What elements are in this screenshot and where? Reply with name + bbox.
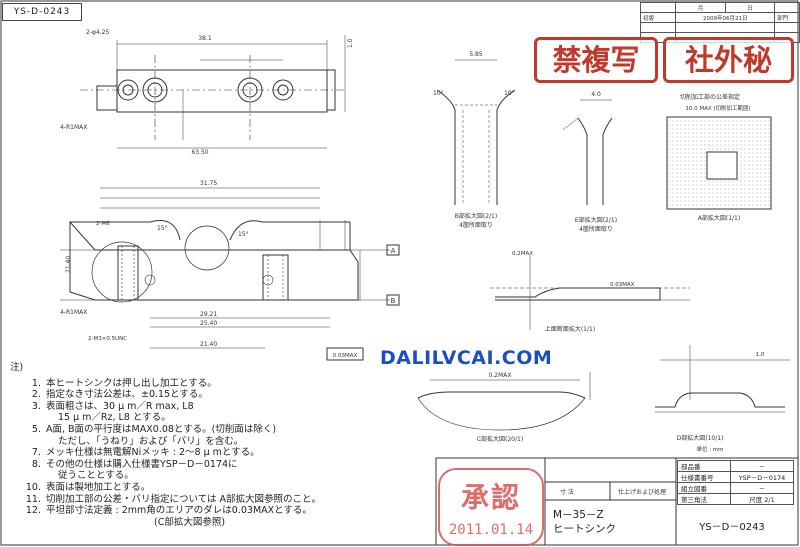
drawing-number: YS－D－0243	[699, 522, 765, 533]
flatness-value: 0.03MAX	[333, 353, 358, 359]
tb-label: 部品番	[677, 460, 731, 472]
approval-text: 承認	[460, 481, 521, 514]
e-detail-view	[562, 99, 613, 205]
cut-header: 切削加工部の公差指定	[680, 93, 740, 101]
dim-m6: 2-M6	[96, 221, 110, 227]
top-section-view	[490, 255, 690, 330]
datum-b: B	[391, 297, 396, 305]
tb-value: YSP－D－0174	[730, 471, 794, 483]
dim-21: 21.40	[200, 341, 217, 348]
dim-25: 25.40	[200, 320, 217, 327]
a-detail-label: A部拡大図(1/1)	[698, 214, 740, 222]
document-id: YS-D-0243	[2, 3, 82, 21]
note-item-cont: ただし、「うねり」および「バリ」を含む。	[58, 435, 244, 447]
datum-b-box	[386, 294, 400, 306]
note-item: 切削加工部の公差・バリ指定については A部拡大図参照のこと。	[44, 494, 321, 506]
note-item: メッキ仕様は無電解Niメッキ : 2～8 μ mとする。	[44, 447, 321, 459]
approval-stamp: 承認 2011.01.14	[438, 468, 544, 546]
note-item: 平坦部寸法定義 : 2mm角のエリアのダレは0.03MAXとする。	[44, 505, 321, 517]
rev-month-header: 月	[675, 2, 726, 13]
dimension-label: 寸 法	[560, 488, 574, 496]
note-item-cont: 15 μ m／Rz, L8 とする。	[58, 412, 171, 424]
part-desc: ヒートシンク	[553, 523, 616, 535]
d-detail-label: D部拡大図(10/1)	[677, 434, 724, 442]
d-detail-view	[655, 345, 790, 413]
title-block-frame	[435, 457, 799, 546]
dim-d-top: 1.0	[756, 352, 765, 358]
notes-heading: 注)	[10, 362, 24, 373]
rev-row-dept: 部門	[774, 12, 800, 23]
note-item-cont: (C部拡大図参照)	[154, 516, 226, 528]
confidential-stamp: 社外秘	[663, 37, 794, 83]
top-section-label: 上面断面拡大(1/1)	[545, 325, 595, 333]
surface-label: 仕上げおよび処理	[618, 488, 666, 496]
a-detail-cut	[706, 151, 738, 180]
dim-02max: 0.2MAX	[512, 251, 533, 257]
note-item: A面, B面の平行度はMAX0.08とする。(切削面は除く)	[44, 424, 321, 436]
rev-row-label: 初版	[639, 12, 677, 23]
approval-date: 2011.01.14	[448, 522, 534, 538]
dim-r1: 4-R1MAX	[60, 124, 87, 131]
b-detail-label: B部拡大図(2/1)	[455, 212, 497, 220]
note-item: 本ヒートシンクは押し出し加工とする。	[44, 378, 321, 390]
dim-63: 63.50	[191, 149, 208, 156]
top-view	[80, 35, 346, 149]
e-detail-label: E部拡大図(2/1)	[575, 216, 617, 224]
note-item: その他の仕様は購入仕様書YSP－D－0174に	[44, 459, 321, 471]
note-item: 表面は製地加工とする。	[44, 482, 321, 494]
title-block-table: 部品番 － 仕様書番号 YSP－D－0174 組立図番 － 第三角法 尺度 2/…	[677, 460, 794, 505]
dim-29: 29.21	[200, 311, 217, 318]
dim-15deg-b: 15°	[238, 231, 249, 238]
c-detail-view	[417, 372, 591, 431]
dim-10deg-r: 10°	[504, 90, 515, 97]
datum-a: A	[391, 247, 396, 255]
rev-day-header: 日	[724, 2, 776, 13]
dim-r1-front: 4-R1MAX	[60, 309, 87, 316]
notes-section: 注) 本ヒートシンクは押し出し加工とする。 指定なき寸法公差は、±0.15とする…	[10, 362, 321, 528]
tb-label: 第三角法	[677, 493, 731, 505]
dim-unc: 2-M3×0.5UNC	[88, 336, 127, 342]
dim-10deg-l: 10°	[433, 90, 444, 97]
note-item: 指定なき寸法公差は、±0.15とする。	[44, 389, 321, 401]
tb-label: 組立図番	[677, 482, 731, 494]
revision-table: 月 日 初版 2009年06月21日 部門	[639, 2, 800, 43]
flatness-callout	[326, 347, 364, 361]
rev-row-date: 2009年06月21日	[675, 12, 776, 23]
dim-31: 31.75	[200, 180, 217, 187]
cut-dim: 10.0 MAX (切削加工範囲)	[685, 104, 750, 112]
tb-value: 尺度 2/1	[730, 493, 794, 505]
tb-value: －	[730, 460, 794, 472]
tb-value: －	[730, 482, 794, 494]
tb-label: 仕様書番号	[677, 471, 731, 483]
dim-38: 38.1	[198, 35, 212, 42]
e-detail-note: 4箇所面取り	[579, 225, 613, 233]
dim-585: 5.85	[469, 51, 483, 58]
b-detail-note: 4箇所面取り	[459, 221, 493, 229]
dim-15deg: 15°	[157, 225, 168, 232]
dim-40: 4.0	[591, 91, 601, 98]
dim-c-width: 0.2MAX	[489, 372, 512, 379]
watermark-text: DALILVCAI.COM	[380, 347, 553, 369]
note-item: 表面粗さは、30 μ m／R max, L8	[44, 401, 321, 413]
no-copy-stamp: 禁複写	[534, 37, 658, 83]
note-item-cont: 従うこととする。	[58, 470, 134, 482]
front-view	[60, 187, 390, 349]
dim-003: 0.03MAX	[610, 282, 635, 288]
unit-label: 単位 : mm	[696, 445, 723, 453]
part-title: M－35－Z ヒートシンク	[553, 508, 616, 536]
c-detail-label: C部拡大図(20/1)	[477, 435, 523, 443]
dim-left-h: 21.40	[65, 256, 72, 273]
datum-a-box	[386, 244, 400, 256]
dim-hole: 2-φ4.25	[86, 29, 109, 36]
dim-top-h: 1.0	[347, 38, 354, 48]
part-name: M－35－Z	[553, 509, 604, 521]
b-detail-view	[436, 59, 516, 205]
